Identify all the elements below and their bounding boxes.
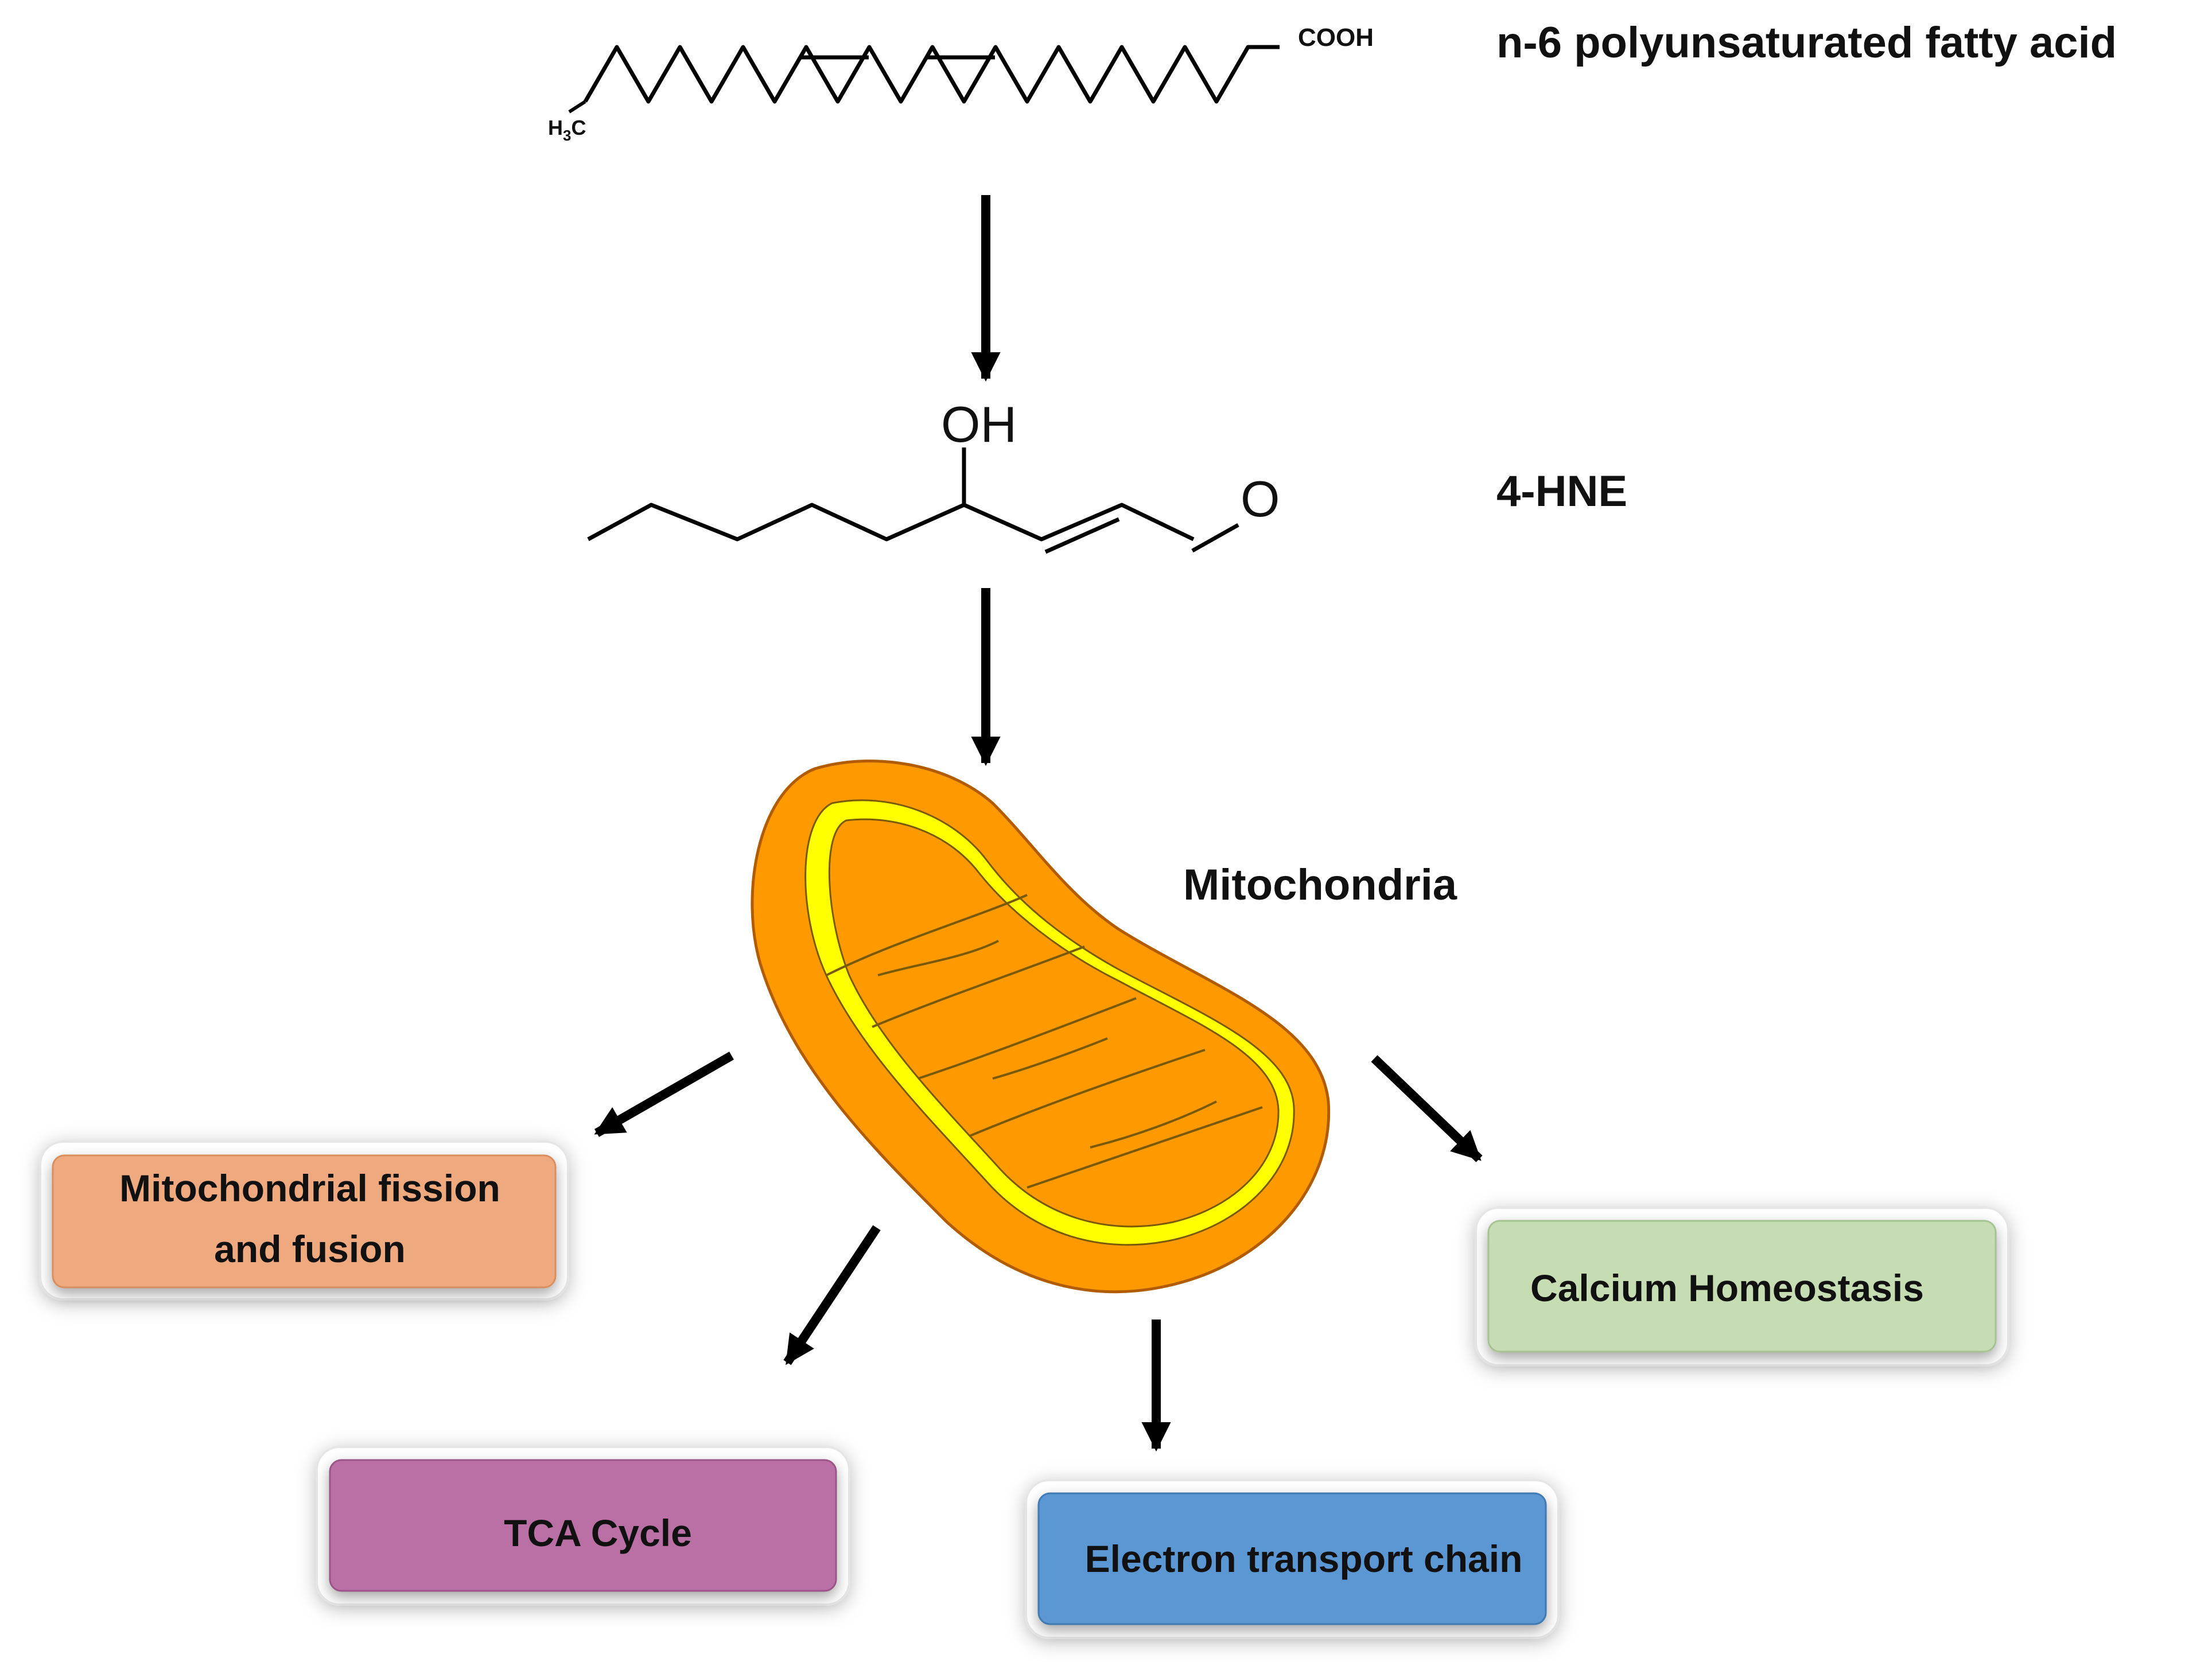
hne-label: 4-HNE <box>1496 467 1627 516</box>
hne-structure: OH O <box>587 396 1280 554</box>
mitochondrion-crista <box>1027 1106 1263 1189</box>
effect-box-electron-transport-chain: Electron transport chain <box>1025 1479 1560 1639</box>
mitochondrion-crista <box>918 997 1137 1080</box>
effect-label-line: Calcium Homeostasis <box>1530 1267 1924 1309</box>
mitochondrion-crista <box>969 1049 1206 1137</box>
pufa-chain <box>583 45 1280 104</box>
pufa-carboxyl-group: COOH <box>1298 24 1374 52</box>
mitochondria-label: Mitochondria <box>1183 861 1457 909</box>
hne-carbonyl-oxygen: O <box>1241 470 1280 527</box>
pufa-methyl-bond <box>568 100 586 114</box>
mitochondrion-crista <box>826 894 1028 976</box>
mitochondrion-matrix <box>828 818 1280 1228</box>
arrow-to-tca-cycle <box>783 1225 881 1365</box>
effect-box-tca-cycle: TCA Cycle <box>316 1446 850 1606</box>
effect-box-fill <box>1037 1492 1547 1625</box>
effect-box-fill <box>329 1459 837 1592</box>
effect-label-line: Mitochondrial fission <box>119 1167 500 1209</box>
mitochondrion-illustration <box>751 760 1331 1294</box>
mitochondrion-crista <box>877 940 999 976</box>
arrow-to-fission-fusion <box>594 1052 734 1137</box>
effect-label-line: and fusion <box>214 1228 406 1270</box>
mitochondrion-crista <box>992 1037 1108 1080</box>
arrow-to-calcium-homeostasis <box>1371 1055 1483 1162</box>
pufa-structure: H3C COOH <box>548 24 1374 144</box>
effect-box-fission-fusion: Mitochondrial fission and fusion <box>39 1141 569 1301</box>
effect-label-line: Electron transport chain <box>1085 1538 1523 1580</box>
pufa-methyl-group: H3C <box>548 116 586 144</box>
mitochondrion-crista <box>1090 1100 1217 1149</box>
effect-box-fill <box>52 1154 557 1289</box>
mitochondrion-crista <box>872 945 1085 1028</box>
effect-box-calcium-homeostasis: Calcium Homeostasis <box>1475 1206 2009 1367</box>
effect-label-line: TCA Cycle <box>504 1512 692 1554</box>
pufa-label: n-6 polyunsaturated fatty acid <box>1496 18 2117 67</box>
effect-box-fill <box>1487 1220 1997 1353</box>
hne-hydroxyl-group: OH <box>941 396 1017 453</box>
hne-alkene-double-bond <box>1044 517 1120 554</box>
hne-chain <box>587 503 1195 542</box>
hne-carbonyl-double-bond <box>1191 523 1239 553</box>
